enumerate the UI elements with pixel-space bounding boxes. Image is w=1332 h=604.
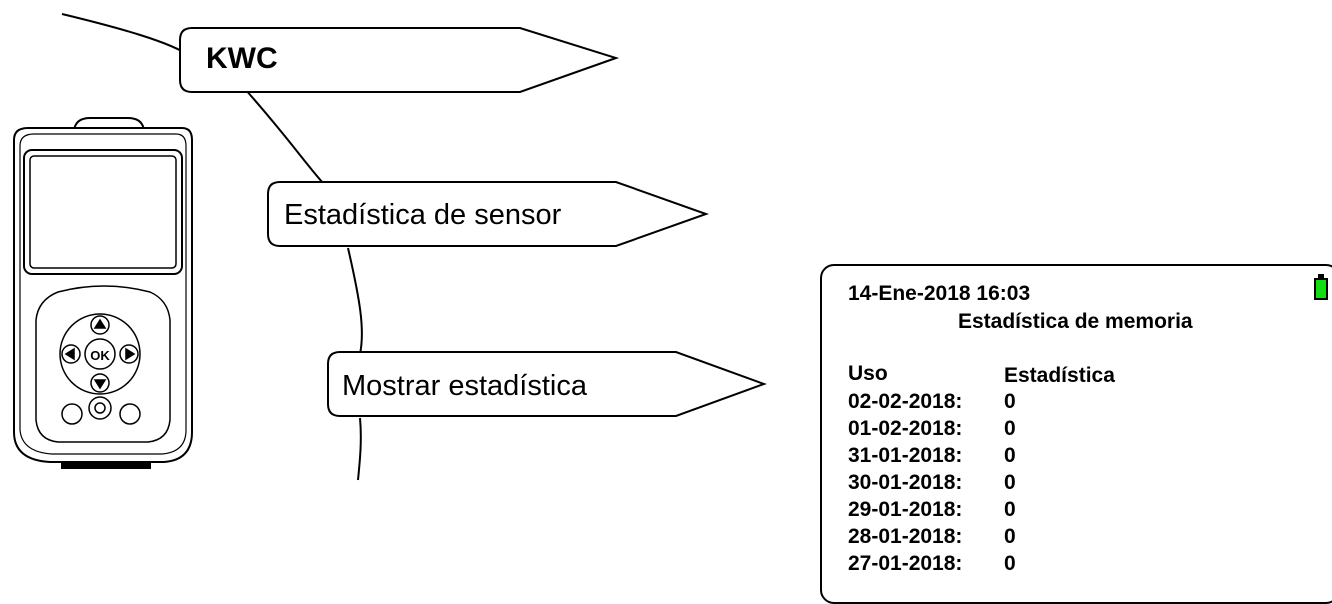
table-row: 02-02-2018: 0 <box>848 390 1016 414</box>
menu-level3-label: Mostrar estadística <box>342 370 588 402</box>
row-value: 0 <box>1004 552 1016 575</box>
handheld-device <box>13 117 193 469</box>
ok-icon[interactable] <box>84 338 116 370</box>
row-value: 0 <box>1004 417 1016 440</box>
table-row: 30-01-2018: 0 <box>848 471 1016 495</box>
device-display <box>29 155 177 269</box>
left-softkey-icon[interactable] <box>61 403 83 425</box>
row-value: 0 <box>1004 444 1016 467</box>
svg-text:OK: OK <box>90 348 110 363</box>
column-header-value: Estadística <box>1004 364 1115 387</box>
right-softkey-icon[interactable] <box>119 403 141 425</box>
column-header-date: Uso <box>848 362 888 385</box>
row-date: 28-01-2018: <box>848 525 963 548</box>
power-icon[interactable] <box>88 396 112 420</box>
row-date: 30-01-2018: <box>848 471 963 494</box>
menu-path-diagram: KWC Estadística de sensor Mostrar estadí… <box>13 13 767 481</box>
menu-flag-sensor-statistics[interactable]: Estadística de sensor <box>267 181 709 247</box>
row-date: 02-02-2018: <box>848 390 963 413</box>
row-value: 0 <box>1004 498 1016 521</box>
menu-level1-label: KWC <box>206 42 278 75</box>
menu-flag-kwc[interactable]: KWC <box>179 27 620 93</box>
table-row: 27-01-2018: 0 <box>848 552 1016 576</box>
row-value: 0 <box>1004 471 1016 494</box>
row-date: 31-01-2018: <box>848 444 963 467</box>
row-date: 27-01-2018: <box>848 552 963 575</box>
screen-datetime: 14-Ene-2018 16:03 <box>848 282 1031 305</box>
menu-level2-label: Estadística de sensor <box>284 199 562 231</box>
battery-terminal <box>1318 274 1324 278</box>
menu-flag-show-statistics[interactable]: Mostrar estadística <box>327 351 767 417</box>
menu-connector-line <box>61 13 363 481</box>
row-value: 0 <box>1004 525 1016 548</box>
table-row: 01-02-2018: 0 <box>848 417 1016 441</box>
row-date: 29-01-2018: <box>848 498 963 521</box>
table-row: 31-01-2018: 0 <box>848 444 1016 468</box>
device-bottom-connector <box>61 461 151 469</box>
device-screen-panel: 14-Ene-2018 16:03 Estadística de memoria… <box>820 264 1332 604</box>
row-value: 0 <box>1004 390 1016 413</box>
battery-icon <box>1314 278 1328 300</box>
row-date: 01-02-2018: <box>848 417 963 440</box>
table-row: 29-01-2018: 0 <box>848 498 1016 522</box>
screen-title: Estadística de memoria <box>958 310 1193 333</box>
table-row: 28-01-2018: 0 <box>848 525 1016 549</box>
